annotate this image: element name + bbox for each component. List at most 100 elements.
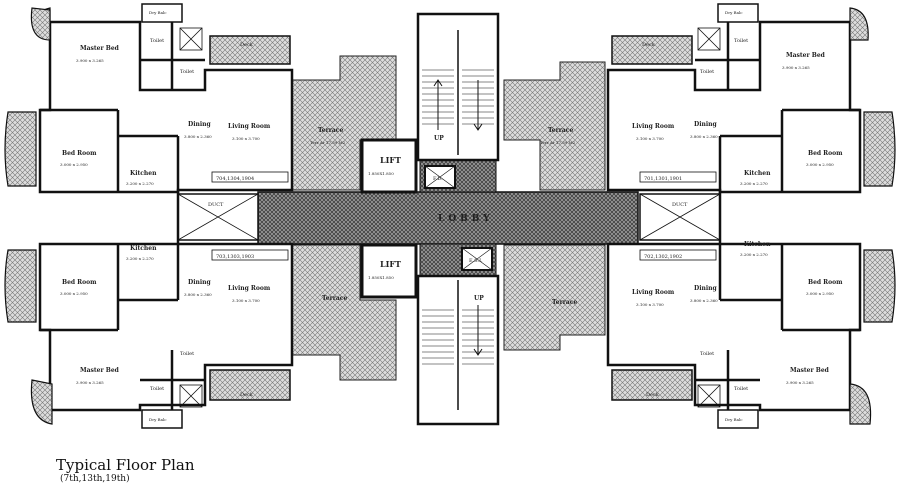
toilet-bottom-right-1: Toilet (700, 351, 714, 357)
living-room-top-right: Living Room (632, 123, 675, 130)
lobby-label: LOBBY (438, 214, 494, 224)
master-bed-top-right-dim: 3.900 x 3.265 (782, 65, 810, 70)
deck-top-right (611, 35, 693, 65)
master-bed-top-left: Master Bed (80, 45, 120, 52)
esi-label: E.S.I. (469, 258, 483, 264)
kitchen-bottom-left-dim: 3.200 x 2.270 (126, 256, 154, 261)
terrace-bottom-left-label: Terrace (322, 295, 347, 302)
dry-balc-top-left (141, 3, 183, 23)
flat-number-top-left: 704,1304,1904 (216, 176, 254, 182)
living-room-top-left-dim: 3.100 x 3.700 (232, 136, 260, 141)
master-bed-top-left-dim: 3.900 x 3.265 (76, 58, 104, 63)
bed-room-bottom-right-dim: 3.000 x 2.950 (806, 291, 834, 296)
terrace-bottom-right-label: Terrace (552, 299, 577, 306)
duct-left-label: DUCT (208, 202, 224, 208)
toilet-bottom-right-2: Toilet (734, 386, 748, 392)
dry-balc-bottom-left-label: Dry Balc (149, 417, 167, 422)
dining-top-right: Dining (694, 121, 717, 128)
staircase-top-up-label: UP (434, 135, 444, 142)
living-room-top-right-dim: 3.100 x 3.700 (636, 136, 664, 141)
flat-number-bottom-right: 702,1302,1902 (644, 254, 682, 260)
dining-bottom-right: Dining (694, 285, 717, 292)
bed-room-top-right-dim: 3.000 x 2.950 (806, 162, 834, 167)
balconies (4, 7, 896, 425)
lift-bottom-label: LIFT (380, 259, 401, 269)
master-bed-bottom-right-dim: 3.900 x 3.265 (786, 380, 814, 385)
dining-bottom-right-dim: 3.800 x 2.360 (690, 298, 718, 303)
fire-duct-label: F.D. (433, 176, 443, 182)
lift-bottom-size: 1.850X1.850 (368, 275, 394, 280)
dining-top-right-dim: 3.800 x 2.360 (690, 134, 718, 139)
staircase-bottom (416, 274, 500, 426)
living-room-top-left: Living Room (228, 123, 271, 130)
bed-room-bottom-right: Bed Room (808, 279, 843, 286)
plan-subtitle: (7th,13th,19th) (60, 474, 130, 484)
lobby-corridor (257, 191, 639, 245)
deck-bottom-left-label: Deck (240, 392, 254, 398)
staircase-top (416, 12, 500, 162)
flat-number-bottom-left: 703,1303,1903 (216, 254, 254, 260)
terrace-top-left-area: Terr Ar 17.39 M2 (310, 140, 346, 145)
kitchen-bottom-right: Kitchen (744, 241, 771, 248)
deck-bottom-left (209, 369, 291, 401)
living-room-bottom-left: Living Room (228, 285, 271, 292)
dry-balc-top-right (717, 3, 759, 23)
flat-number-top-right: 701,1301,1901 (644, 176, 682, 182)
dry-balc-top-right-label: Dry Balc (725, 10, 743, 15)
kitchen-bottom-right-dim: 3.200 x 2.270 (740, 252, 768, 257)
terrace-top-left-label: Terrace (318, 127, 343, 134)
terrace-bottom-right (503, 244, 606, 351)
lift-bottom (360, 243, 418, 299)
dry-balc-top-left-label: Dry Balc (149, 10, 167, 15)
dining-top-left-dim: 3.800 x 2.360 (184, 134, 212, 139)
living-room-bottom-right: Living Room (632, 289, 675, 296)
dry-balc-bottom-left (141, 409, 183, 429)
duct-right (639, 193, 721, 241)
dry-balc-bottom-right-label: Dry Balc (725, 417, 743, 422)
toilet-top-right-2: Toilet (700, 69, 714, 75)
master-bed-bottom-left-dim: 3.900 x 3.265 (76, 380, 104, 385)
toilet-top-left-1: Toilet (150, 38, 164, 44)
dining-bottom-left-dim: 3.800 x 2.360 (184, 292, 212, 297)
toilet-shafts (179, 27, 721, 408)
terrace-top-right-label: Terrace (548, 127, 573, 134)
master-bed-bottom-left: Master Bed (80, 367, 120, 374)
deck-top-right-label: Deck (642, 42, 656, 48)
kitchen-top-right: Kitchen (744, 170, 771, 177)
bed-room-top-left-dim: 3.000 x 2.950 (60, 162, 88, 167)
plan-title: Typical Floor Plan (56, 456, 195, 474)
living-room-bottom-left-dim: 3.100 x 3.700 (232, 298, 260, 303)
dining-top-left: Dining (188, 121, 211, 128)
toilet-bottom-left-1: Toilet (180, 351, 194, 357)
bed-room-top-left: Bed Room (62, 150, 97, 157)
master-bed-top-right: Master Bed (786, 52, 826, 59)
deck-top-left-label: Deck (240, 42, 254, 48)
terrace-top-right-area: Terr Ar 17.39 M2 (540, 140, 576, 145)
master-bed-bottom-right: Master Bed (790, 367, 830, 374)
lift-top-label: LIFT (380, 155, 401, 165)
toilet-bottom-left-2: Toilet (150, 386, 164, 392)
toilet-top-left-2: Toilet (180, 69, 194, 75)
toilet-top-right-1: Toilet (734, 38, 748, 44)
lift-top (360, 138, 418, 194)
duct-right-label: DUCT (672, 202, 688, 208)
kitchen-bottom-left: Kitchen (130, 245, 157, 252)
dry-balc-bottom-right (717, 409, 759, 429)
bed-room-bottom-left-dim: 3.000 x 2.950 (60, 291, 88, 296)
living-room-bottom-right-dim: 3.100 x 3.700 (636, 302, 664, 307)
deck-top-left (209, 35, 291, 65)
staircase-bottom-up-label: UP (474, 295, 484, 302)
left-wing-walls (38, 20, 294, 412)
bed-room-top-right: Bed Room (808, 150, 843, 157)
right-wing-walls (606, 20, 862, 412)
terrace-bottom-left (291, 244, 397, 381)
lift-top-size: 1.850X1.850 (368, 171, 394, 176)
kitchen-top-right-dim: 3.200 x 2.270 (740, 181, 768, 186)
kitchen-top-left-dim: 3.200 x 2.270 (126, 181, 154, 186)
kitchen-top-left: Kitchen (130, 170, 157, 177)
duct-left (177, 193, 259, 241)
deck-bottom-right (611, 369, 693, 401)
terrace-top-right (503, 61, 606, 191)
deck-bottom-right-label: Deck (646, 392, 660, 398)
